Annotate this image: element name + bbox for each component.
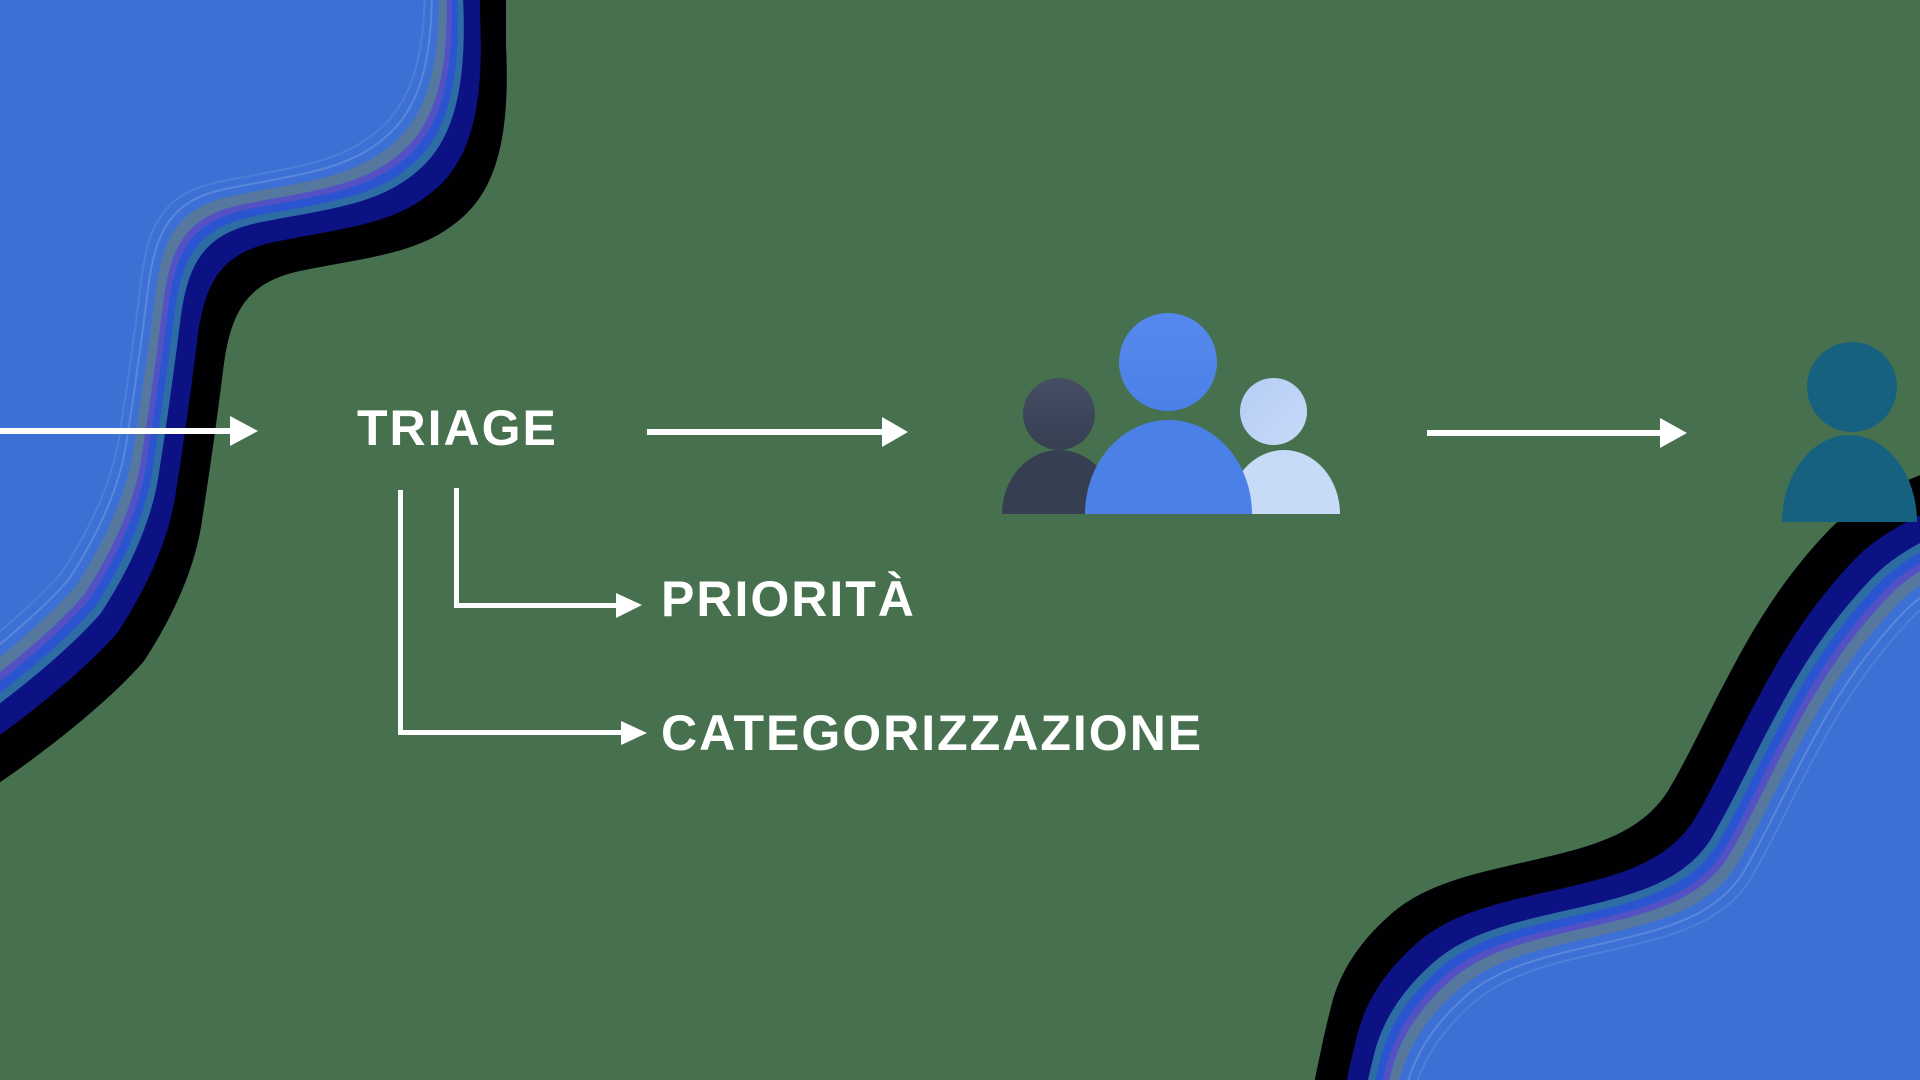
arrowhead-icon — [616, 593, 642, 618]
arrow-into-triage — [0, 416, 258, 446]
arrowhead-icon — [882, 417, 908, 447]
arrow-team-to-person — [1427, 418, 1687, 448]
arrowhead-icon — [230, 416, 258, 446]
team-icon — [1000, 310, 1340, 514]
arrowhead-icon — [621, 721, 647, 745]
back-right-person-head — [1240, 378, 1307, 445]
priorita-label: PRIORITÀ — [661, 571, 916, 627]
arrow-triage-to-team — [647, 417, 908, 447]
branch-connector-categorizzazione — [398, 490, 647, 745]
triage-label: TRIAGE — [357, 400, 558, 456]
single-person-torso — [1782, 435, 1917, 522]
arrowhead-icon — [1660, 418, 1687, 448]
front-person-head — [1119, 313, 1217, 411]
categorizzazione-label: CATEGORIZZAZIONE — [661, 705, 1204, 761]
bottom-right-blob-decoration — [1314, 475, 1920, 1080]
branch-connector-priorita — [454, 488, 642, 618]
front-person-torso — [1085, 420, 1252, 514]
single-person-head — [1807, 342, 1897, 432]
back-left-person-head — [1023, 378, 1095, 450]
person-icon — [1780, 340, 1920, 522]
top-left-blob-decoration — [0, 0, 507, 783]
